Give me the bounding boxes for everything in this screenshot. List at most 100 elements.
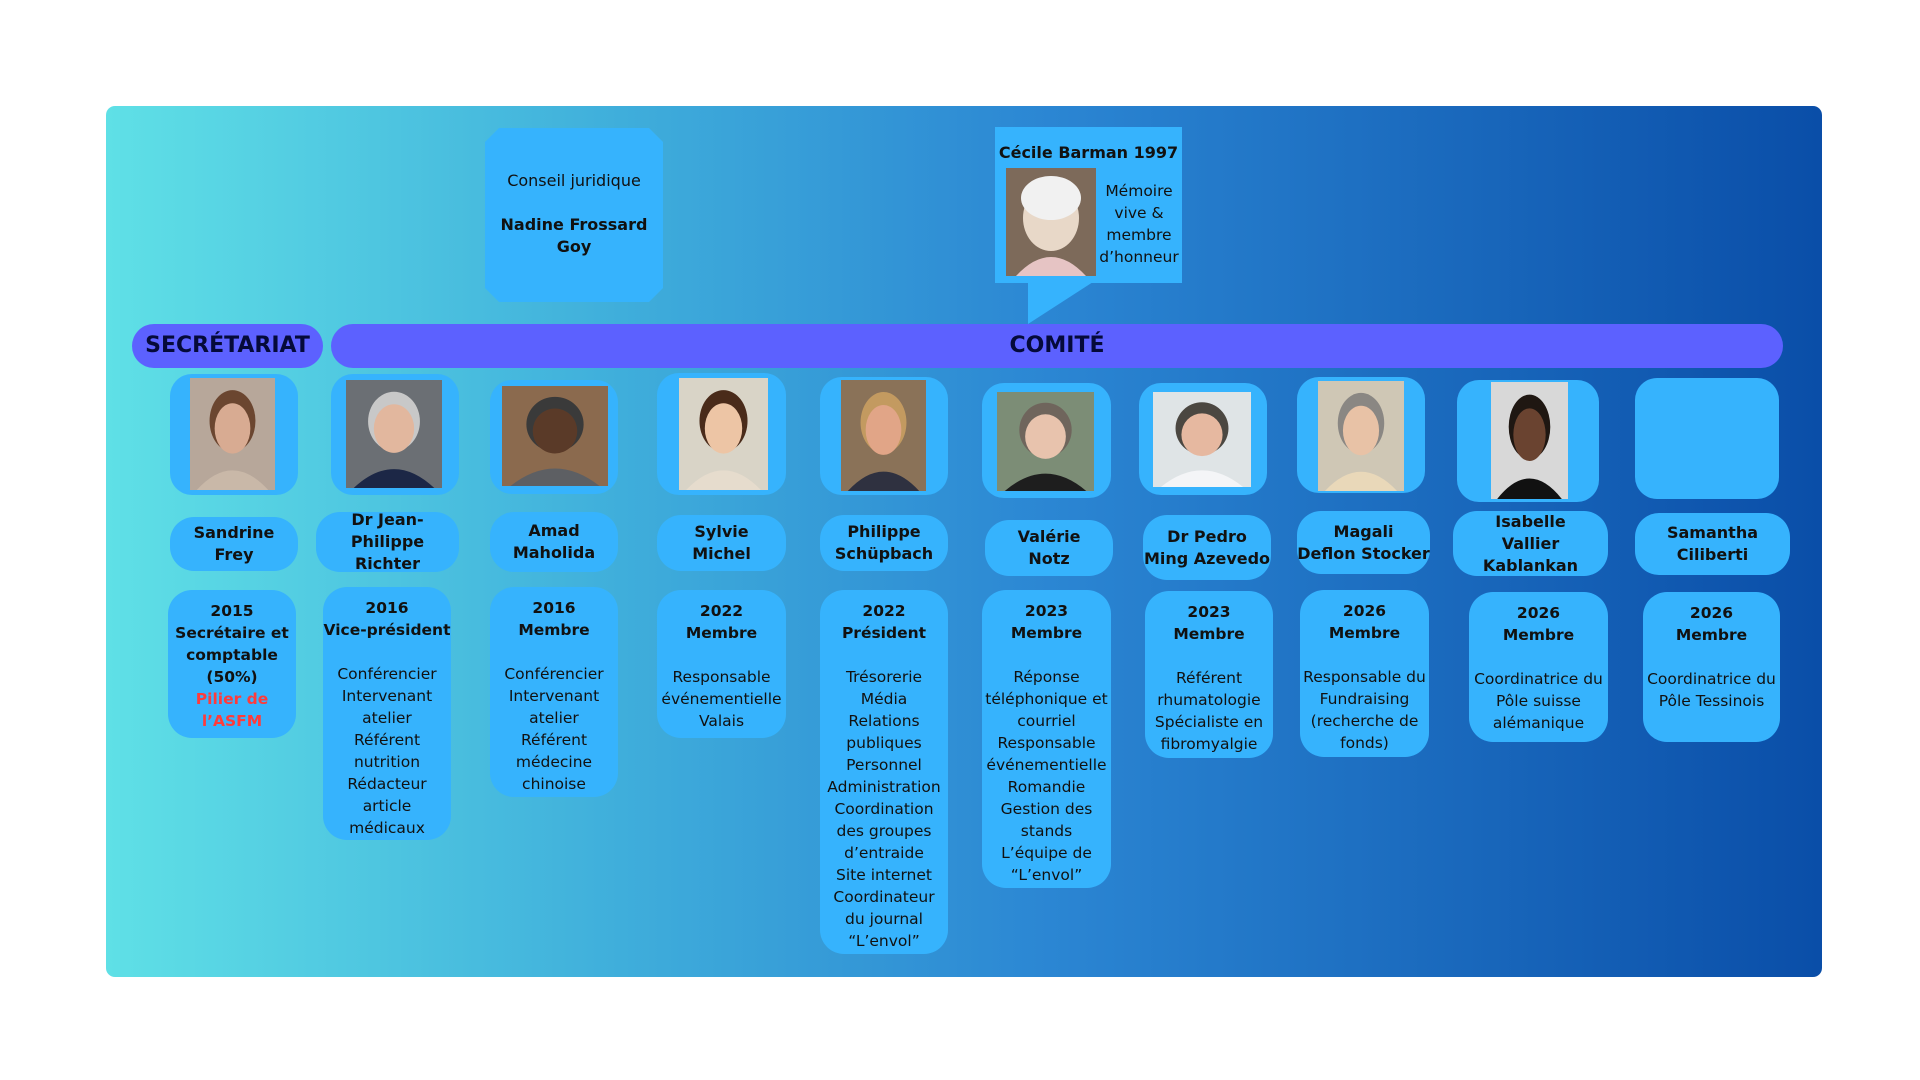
member-responsibility: Responsable: [672, 668, 771, 686]
member-responsibility: Média: [860, 690, 908, 708]
member-responsibility: Site internet: [836, 866, 932, 884]
member-photo: [841, 380, 926, 491]
member-responsibility: Conférencier: [504, 665, 604, 683]
member-responsibility: Responsable: [997, 734, 1096, 752]
member-responsibility: article: [362, 797, 412, 815]
member-year: 2022: [862, 602, 906, 620]
member-year: 2015: [210, 602, 254, 620]
member-responsibility: Intervenant: [341, 687, 433, 705]
member-responsibility: Intervenant: [508, 687, 600, 705]
member-responsibility: rhumatologie: [1157, 691, 1261, 709]
member-responsibility: Référent: [353, 731, 421, 749]
member-photo: [190, 378, 275, 490]
member-role: Membre: [1010, 624, 1083, 642]
member-role: Membre: [518, 621, 590, 639]
member-year: 2023: [1187, 603, 1231, 621]
member-year: 2023: [1024, 602, 1069, 620]
member-role: Membre: [1675, 626, 1748, 644]
member-responsibility: Valais: [698, 712, 745, 730]
member-responsibility: stands: [1020, 822, 1073, 840]
member-photo: [1318, 381, 1404, 491]
member-responsibility: Gestion des: [1000, 800, 1093, 818]
member-role: Président: [841, 624, 927, 642]
member-photo: [679, 378, 768, 490]
member-responsibility: Pôle suisse: [1496, 692, 1581, 710]
member-responsibility: courriel: [1017, 712, 1076, 730]
member-responsibility: Spécialiste en: [1154, 713, 1264, 731]
member-responsibility: du journal: [845, 910, 923, 928]
member-responsibility: Référent: [1175, 669, 1243, 687]
member-responsibility: Administration: [827, 778, 941, 796]
member-role: Membre: [1502, 626, 1575, 644]
member-name-line: Amad: [528, 521, 580, 540]
member-year: 2022: [699, 602, 744, 620]
member-responsibility: “L’envol”: [1010, 866, 1083, 884]
member-photo: [997, 392, 1094, 491]
member-name-line: Frey: [214, 545, 254, 564]
member-responsibility: Responsable du: [1303, 668, 1426, 686]
member-responsibility: événementielle: [661, 690, 782, 708]
member-year: 2016: [365, 599, 409, 617]
member-role: Secrétaire et: [175, 624, 289, 642]
member-role: Membre: [1173, 625, 1245, 643]
member-photo: [346, 380, 442, 488]
member-name-line: Magali: [1333, 521, 1394, 541]
member-responsibility: téléphonique et: [985, 690, 1108, 708]
member-name-line: Schüpbach: [834, 544, 934, 563]
member-name-line: Maholida: [512, 543, 596, 562]
honorary-member-title: Cécile Barman 1997: [998, 143, 1179, 162]
member-name-line: Sandrine: [193, 523, 275, 542]
member-photo: [1153, 392, 1251, 487]
member-photo: [1491, 382, 1568, 499]
member-responsibility: fonds): [1340, 734, 1389, 752]
member-responsibility: atelier: [362, 709, 412, 727]
spacer: [1469, 646, 1608, 668]
spacer: [1643, 646, 1780, 668]
member-year: 2016: [532, 599, 576, 617]
member-name-line: Deflon Stocker: [1297, 543, 1430, 563]
spacer: [323, 641, 451, 663]
member-responsibility: Coordinateur: [833, 888, 935, 906]
secretariat-bar: SECRÉTARIAT: [132, 324, 323, 368]
member-highlight: Pilier de: [195, 690, 269, 708]
member-responsibility: Rédacteur: [347, 775, 427, 793]
honorary-member-description: Mémoire vive & membre d’honneur: [1099, 182, 1179, 266]
spacer: [820, 644, 948, 666]
member-name-line: Notz: [1028, 549, 1070, 568]
member-name-line: Vallier Kablankan: [1482, 533, 1579, 575]
committee-bar: COMITÉ: [331, 324, 1783, 368]
member-role: (50%): [206, 668, 258, 686]
member-year: 2026: [1342, 602, 1387, 620]
member-responsibility: chinoise: [522, 775, 586, 793]
member-name-line: Isabelle: [1495, 511, 1566, 531]
member-responsibility: des groupes: [836, 822, 932, 840]
legal-counsel-name: Nadine Frossard Goy: [500, 215, 648, 256]
spacer: [490, 641, 618, 663]
member-responsibility: Coordinatrice du: [1474, 670, 1603, 688]
spacer: [1145, 645, 1273, 667]
member-responsibility: atelier: [529, 709, 579, 727]
member-responsibility: médecine: [515, 753, 593, 771]
member-photo-frame: [1635, 378, 1779, 499]
member-role: Membre: [685, 624, 758, 642]
member-responsibility: événementielle: [986, 756, 1107, 774]
member-name-line: Michel: [692, 544, 751, 563]
honorary-member-photo: [1006, 168, 1096, 276]
member-photo: [502, 386, 608, 486]
